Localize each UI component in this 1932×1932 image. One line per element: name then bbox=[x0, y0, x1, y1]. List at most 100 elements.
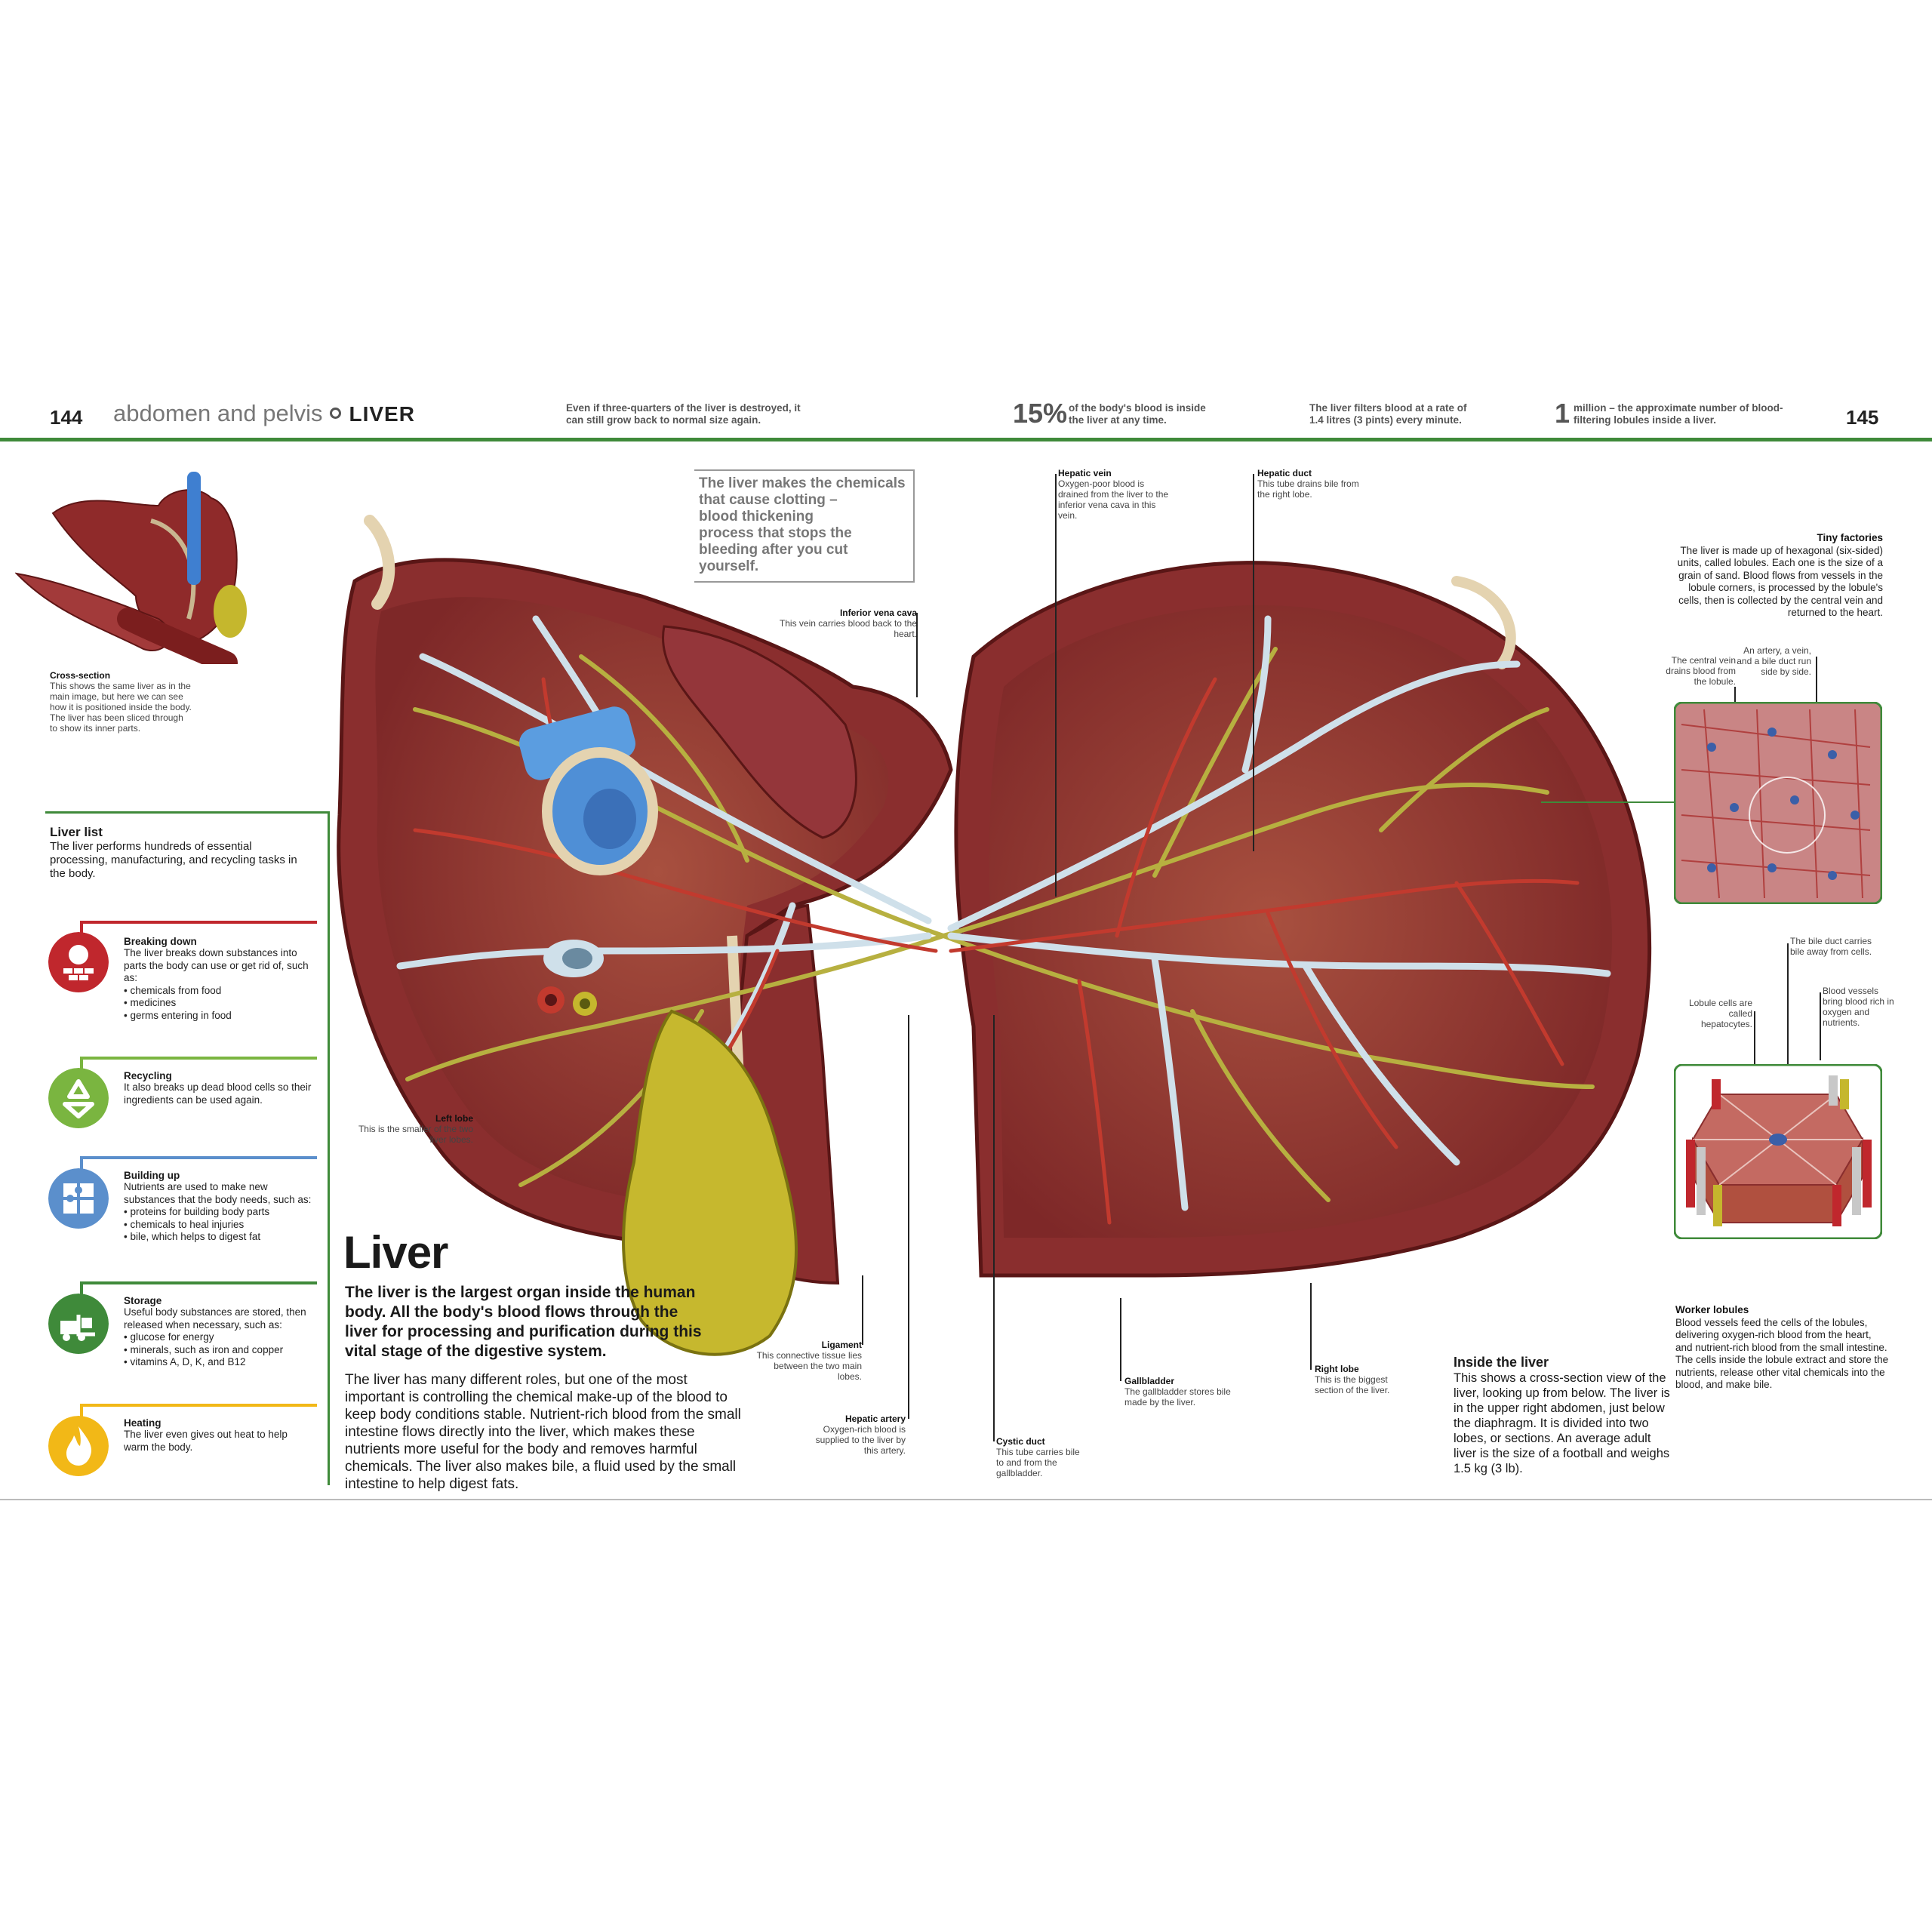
cross-section-text: This shows the same liver as in the main… bbox=[50, 681, 192, 734]
inside-the-liver: Inside the liver This shows a cross-sect… bbox=[1454, 1355, 1672, 1476]
label-right-lobe: Right lobe This is the biggest section o… bbox=[1315, 1364, 1417, 1395]
leader-hepatic-duct bbox=[1253, 474, 1254, 851]
label-right-lobe-title: Right lobe bbox=[1315, 1364, 1359, 1374]
liver-cross-section-illustration bbox=[337, 515, 1652, 1356]
lobule-3d-model bbox=[1674, 1064, 1882, 1239]
heating-stem bbox=[80, 1404, 83, 1420]
fact-regrowth: Even if three-quarters of the liver is d… bbox=[566, 402, 801, 426]
storage-bullet: vitamins A, D, K, and B12 bbox=[124, 1356, 312, 1369]
lead-paragraph: The liver is the largest organ inside th… bbox=[345, 1284, 702, 1360]
fact-filter-rate: The liver filters blood at a rate of 1.4… bbox=[1309, 402, 1467, 426]
fact-blood-percent-number: 15% bbox=[1013, 398, 1068, 429]
inside-title: Inside the liver bbox=[1454, 1355, 1549, 1370]
label-hepatic-vein-title: Hepatic vein bbox=[1058, 468, 1112, 478]
footer-rule bbox=[0, 1499, 1932, 1500]
label-ligament: Ligament This connective tissue lies bet… bbox=[755, 1340, 862, 1382]
building-up-icon bbox=[48, 1168, 109, 1229]
recycling-title: Recycling bbox=[124, 1070, 172, 1081]
storage-icon bbox=[48, 1294, 109, 1354]
storage-bullet: glucose for energy bbox=[124, 1331, 312, 1344]
breaking-down-bullet: medicines bbox=[124, 997, 312, 1010]
quote-line1: The liver makes the chemicals that cause… bbox=[699, 475, 906, 508]
leader-ivc bbox=[916, 613, 918, 697]
building-up-stem bbox=[80, 1156, 83, 1173]
page-number-left: 144 bbox=[50, 406, 83, 429]
breaking-down-text: The liver breaks down substances into pa… bbox=[124, 947, 312, 1022]
page-title: Liver bbox=[343, 1227, 448, 1278]
label-left-lobe-title: Left lobe bbox=[435, 1113, 473, 1124]
leader-lobule-cells bbox=[1754, 1011, 1755, 1079]
label-cystic-duct: Cystic duct This tube carries bile to an… bbox=[996, 1436, 1087, 1478]
label-gallbladder-title: Gallbladder bbox=[1124, 1376, 1175, 1386]
fact-lobules-number: 1 bbox=[1555, 398, 1571, 429]
label-inferior-vena-cava-title: Inferior vena cava bbox=[839, 608, 917, 618]
liver-list-frame bbox=[45, 811, 330, 1485]
label-artery-vein-duct: An artery, a vein, and a bile duct run s… bbox=[1737, 645, 1811, 677]
label-gallbladder-text: The gallbladder stores bile made by the … bbox=[1124, 1386, 1231, 1407]
leader-hepatic-vein bbox=[1055, 474, 1057, 897]
cross-section-illustration bbox=[15, 472, 247, 664]
breaking-down-item: Breaking down The liver breaks down subs… bbox=[124, 936, 312, 1022]
label-ligament-text: This connective tissue lies between the … bbox=[756, 1350, 862, 1382]
label-hepatic-artery-text: Oxygen-rich blood is supplied to the liv… bbox=[815, 1424, 906, 1456]
storage-text: Useful body substances are stored, then … bbox=[124, 1306, 312, 1369]
breaking-down-bullet: chemicals from food bbox=[124, 985, 312, 998]
bullet-ring-icon bbox=[330, 408, 342, 419]
tiny-factories: Tiny factories The liver is made up of h… bbox=[1672, 532, 1883, 620]
label-hepatic-duct-title: Hepatic duct bbox=[1257, 468, 1312, 478]
breaking-down-icon bbox=[48, 932, 109, 992]
label-hepatic-vein-text: Oxygen-poor blood is drained from the li… bbox=[1058, 478, 1169, 521]
recycling-icon bbox=[48, 1068, 109, 1128]
building-up-bullet: chemicals to heal injuries bbox=[124, 1219, 312, 1232]
building-up-bullet: bile, which helps to digest fat bbox=[124, 1231, 312, 1244]
leader-gallbladder bbox=[1120, 1298, 1121, 1381]
heating-rule bbox=[80, 1404, 317, 1407]
breaking-down-desc: The liver breaks down substances into pa… bbox=[124, 947, 309, 983]
label-hepatic-duct: Hepatic duct This tube drains bile from … bbox=[1257, 468, 1371, 500]
label-bile-duct: The bile duct carries bile away from cel… bbox=[1790, 936, 1872, 957]
recycling-rule bbox=[80, 1057, 317, 1060]
heating-item: Heating The liver even gives out heat to… bbox=[124, 1417, 312, 1454]
recycling-text: It also breaks up dead blood cells so th… bbox=[124, 1081, 312, 1106]
storage-rule bbox=[80, 1281, 317, 1284]
quote-box: The liver makes the chemicals that cause… bbox=[694, 469, 915, 583]
building-up-bullet: proteins for building body parts bbox=[124, 1206, 312, 1219]
cross-section-title: Cross-section bbox=[50, 670, 111, 681]
leader-hepatic-artery bbox=[908, 1015, 909, 1419]
breaking-down-rule bbox=[80, 921, 317, 924]
lobule-micrograph bbox=[1674, 702, 1882, 904]
worker-lobules-title: Worker lobules bbox=[1675, 1304, 1749, 1315]
quote-line2: process that stops the bleeding after yo… bbox=[699, 525, 852, 574]
cross-section-caption: Cross-section This shows the same liver … bbox=[50, 670, 193, 734]
page-number-right: 145 bbox=[1846, 406, 1879, 429]
leader-bile-duct bbox=[1787, 943, 1789, 1064]
label-hepatic-artery: Hepatic artery Oxygen-rich blood is supp… bbox=[800, 1414, 906, 1456]
label-hepatic-vein: Hepatic vein Oxygen-poor blood is draine… bbox=[1058, 468, 1171, 521]
leader-artery-vein-duct bbox=[1816, 657, 1817, 709]
worker-lobules: Worker lobules Blood vessels feed the ce… bbox=[1675, 1304, 1890, 1392]
label-cystic-duct-title: Cystic duct bbox=[996, 1436, 1045, 1447]
header-rule bbox=[0, 438, 1932, 441]
label-inferior-vena-cava-text: This vein carries blood back to the hear… bbox=[779, 618, 917, 639]
storage-item: Storage Useful body substances are store… bbox=[124, 1295, 312, 1369]
building-up-desc: Nutrients are used to make new substance… bbox=[124, 1181, 312, 1205]
topic-title: LIVER bbox=[349, 402, 415, 426]
label-right-lobe-text: This is the biggest section of the liver… bbox=[1315, 1374, 1390, 1395]
inside-text: This shows a cross-section view of the l… bbox=[1454, 1371, 1670, 1475]
storage-desc: Useful body substances are stored, then … bbox=[124, 1306, 306, 1331]
liver-list-title: Liver list bbox=[50, 825, 103, 839]
fact-blood-percent-text: of the body's blood is inside the liver … bbox=[1069, 402, 1206, 426]
liver-list-header: Liver list The liver performs hundreds o… bbox=[50, 825, 306, 881]
section-header: abdomen and pelvis LIVER bbox=[113, 400, 415, 427]
label-hepatic-duct-text: This tube drains bile from the right lob… bbox=[1257, 478, 1359, 500]
leader-cystic-duct bbox=[993, 1015, 995, 1441]
leader-ligament bbox=[862, 1275, 863, 1345]
leader-central-vein bbox=[1734, 687, 1736, 709]
label-cystic-duct-text: This tube carries bile to and from the g… bbox=[996, 1447, 1080, 1478]
liver-list-desc: The liver performs hundreds of essential… bbox=[50, 840, 297, 880]
worker-lobules-text: Blood vessels feed the cells of the lobu… bbox=[1675, 1316, 1889, 1391]
quote-highlight: blood thickening bbox=[699, 509, 814, 525]
label-blood-vessels: Blood vessels bring blood rich in oxygen… bbox=[1823, 986, 1894, 1028]
tiny-factories-title: Tiny factories bbox=[1817, 532, 1883, 543]
section-title: abdomen and pelvis bbox=[113, 400, 323, 426]
